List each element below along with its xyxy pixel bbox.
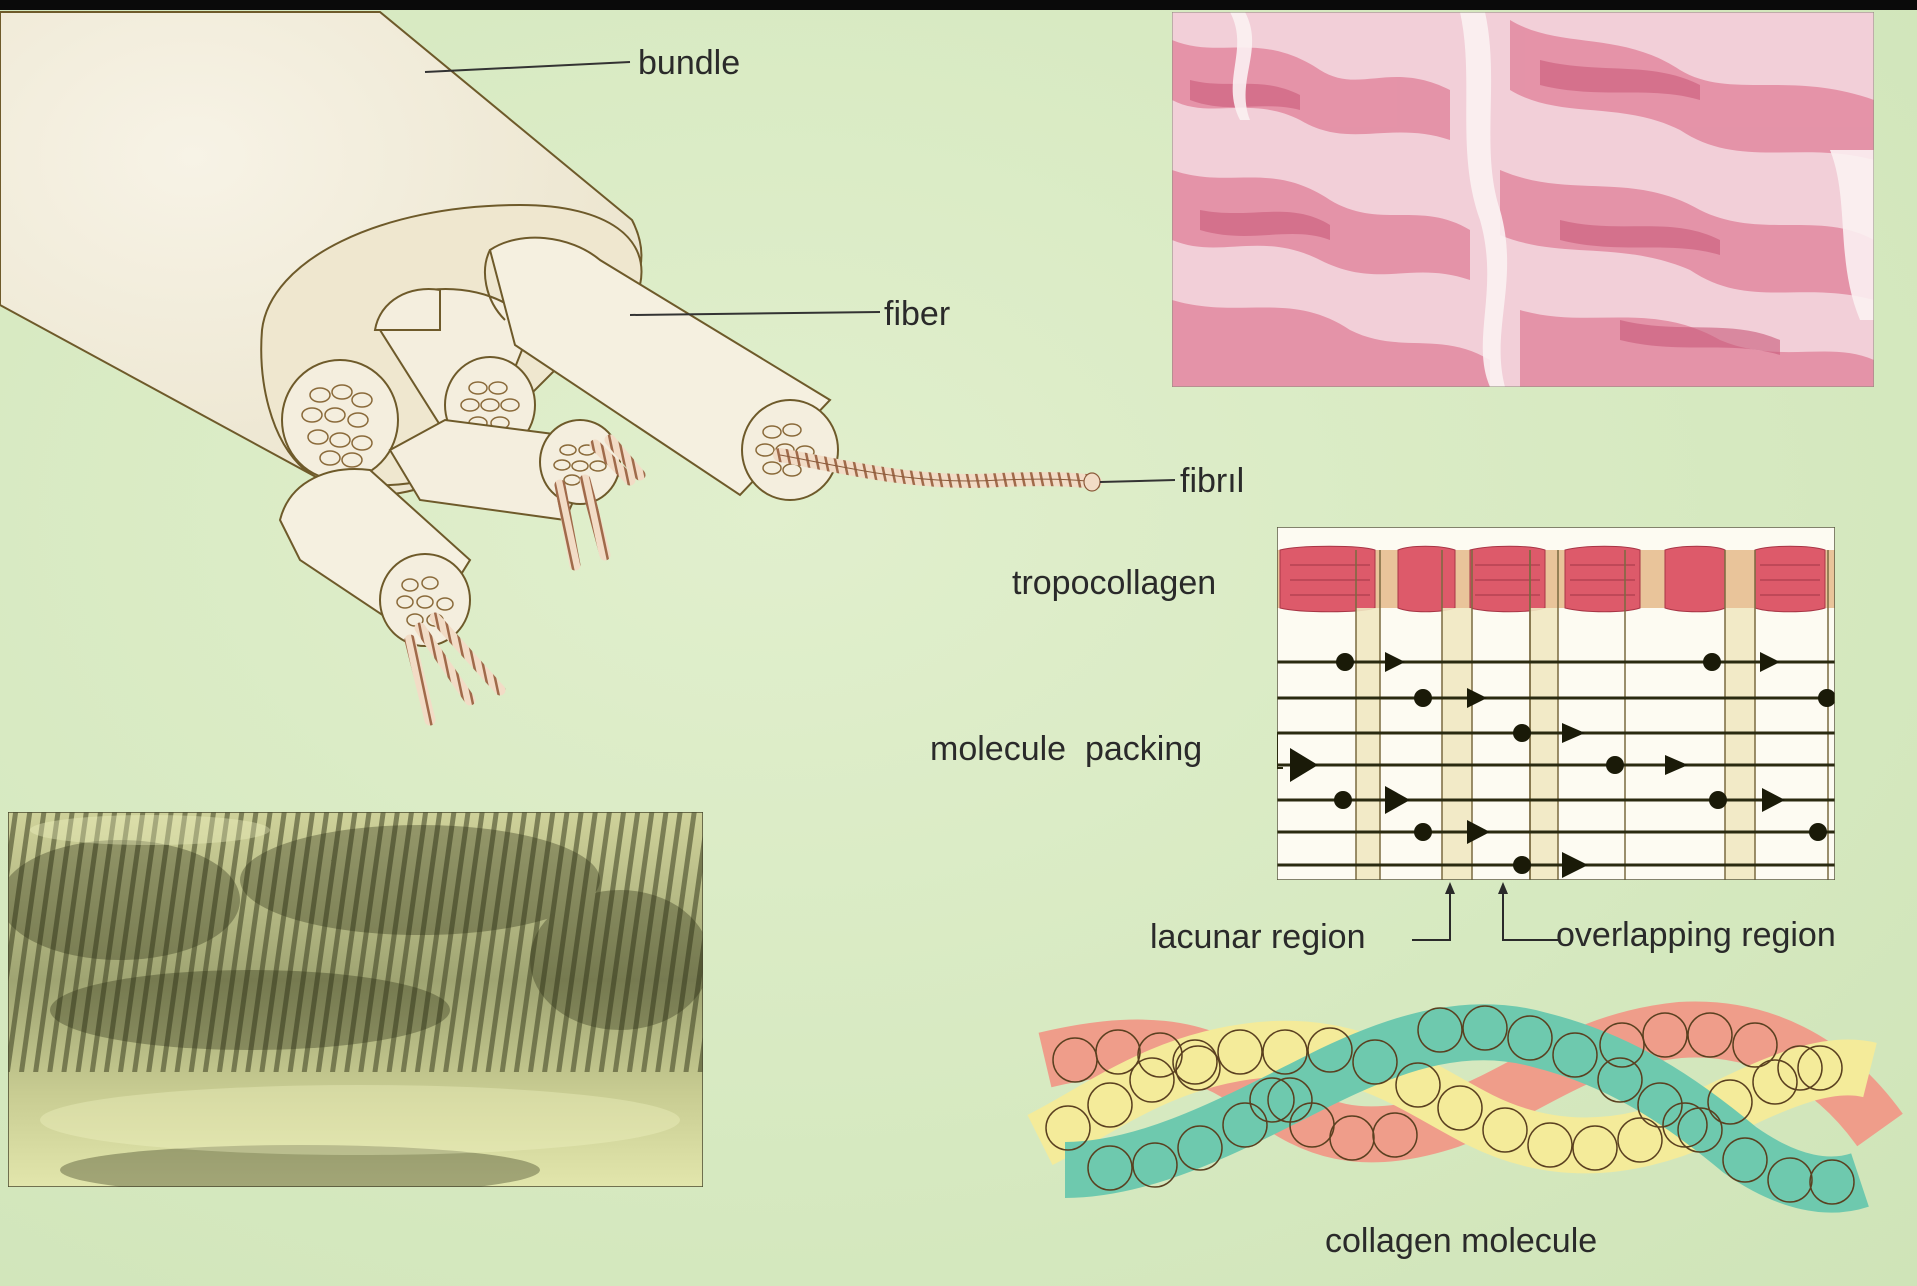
bundle-leader (425, 62, 630, 72)
fiber-label: fiber (884, 295, 950, 333)
collagen-triple-helix (1040, 1006, 1880, 1204)
fiber-cylinder (390, 420, 620, 520)
collagen-molecule-label: collagen molecule (1325, 1222, 1597, 1260)
fibril-leader (1100, 480, 1175, 482)
molecule-packing-label: molecule packing (930, 730, 1202, 768)
lacunar-region-label: lacunar region (1150, 918, 1365, 956)
bundle-illustration (0, 12, 1175, 720)
fiber-cylinder (282, 360, 398, 480)
bundle-label: bundle (638, 44, 740, 82)
fibril-label: fibrıl (1180, 462, 1244, 500)
electron-micrograph (0, 812, 710, 1195)
molecule-packing-diagram (1277, 527, 1836, 880)
region-pointers (1412, 882, 1560, 940)
histology-micrograph (1172, 12, 1874, 387)
tropocollagen-label: tropocollagen (1012, 564, 1216, 602)
overlapping-region-label: overlapping region (1556, 916, 1836, 954)
